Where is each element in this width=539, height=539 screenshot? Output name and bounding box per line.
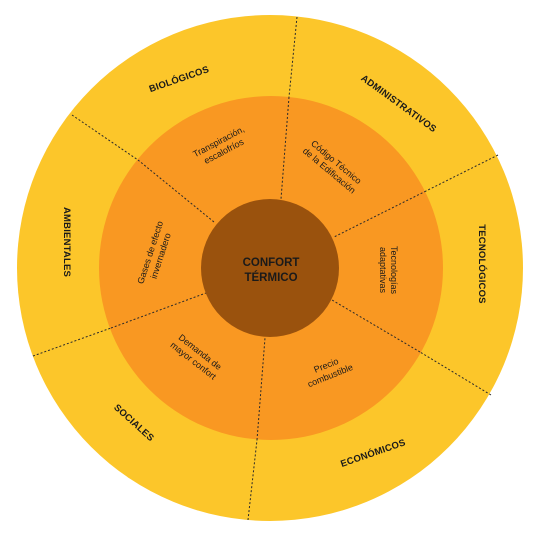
center-title: CONFORT TÉRMICO [243,257,300,284]
divider-tecnologias-precio [331,299,421,353]
divider-biologicos-administrativos [288,16,298,98]
tecnologias-line-2: adaptativas [378,247,388,294]
outer-dividers [32,16,499,521]
divider-sociales-ambientales [32,327,112,357]
label-tecnologicos: TECNOLÓGICOS [476,224,488,303]
divider-tecnologicos-economicos [419,351,492,396]
center-circle [201,199,339,337]
divider-demanda-gases [110,292,207,329]
divider-transpiracion-codigo [280,96,290,200]
divider-administrativos-tecnologicos [425,154,499,192]
divider-ambientales-biologicos [71,114,139,161]
inner-item-tecnologias: Tecnologías adaptativas [378,246,399,295]
inner-dividers [110,96,427,441]
tecnologias-line-1: Tecnologías [389,246,399,295]
center-title-line-1: CONFORT [243,257,300,269]
divider-economicos-sociales [247,439,258,521]
center-title-line-2: TÉRMICO [244,271,297,284]
divider-codigo-tecnologias [333,190,427,238]
divider-gases-transpiracion [137,159,215,223]
label-ambientales: AMBIENTALES [61,207,72,277]
divider-precio-demanda [256,337,266,441]
